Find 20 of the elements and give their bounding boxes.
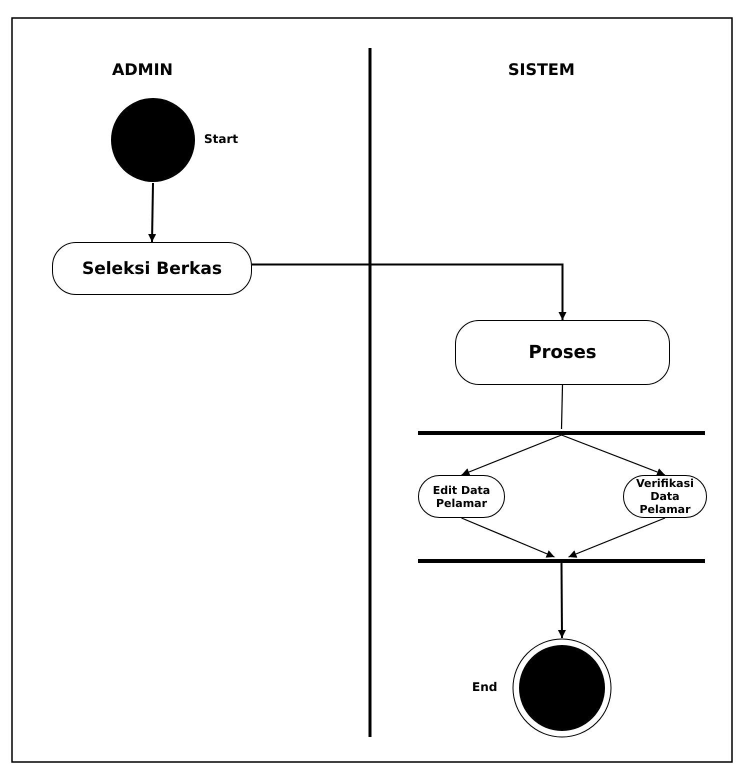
activity-box: Edit Data Pelamar xyxy=(418,475,505,518)
arrow xyxy=(561,434,666,476)
swimlane-heading: SISTEM xyxy=(508,60,575,79)
node-caption: Start xyxy=(204,132,238,146)
arrow xyxy=(558,563,566,638)
arrow xyxy=(461,517,555,558)
activity-box: Proses xyxy=(455,320,670,385)
end-node-circle xyxy=(512,638,612,738)
arrow xyxy=(568,517,666,558)
start-node-circle xyxy=(110,97,196,183)
swimlane-heading: ADMIN xyxy=(112,60,173,79)
activity-box: Seleksi Berkas xyxy=(52,242,252,295)
sync-bar xyxy=(418,431,705,435)
arrow xyxy=(148,182,156,242)
sync-bar xyxy=(418,559,705,563)
node-caption: End xyxy=(472,680,498,694)
arrow xyxy=(461,434,562,476)
activity-box: Verifikasi Data Pelamar xyxy=(623,475,707,518)
connector-line xyxy=(560,384,564,430)
arrow xyxy=(252,264,566,320)
